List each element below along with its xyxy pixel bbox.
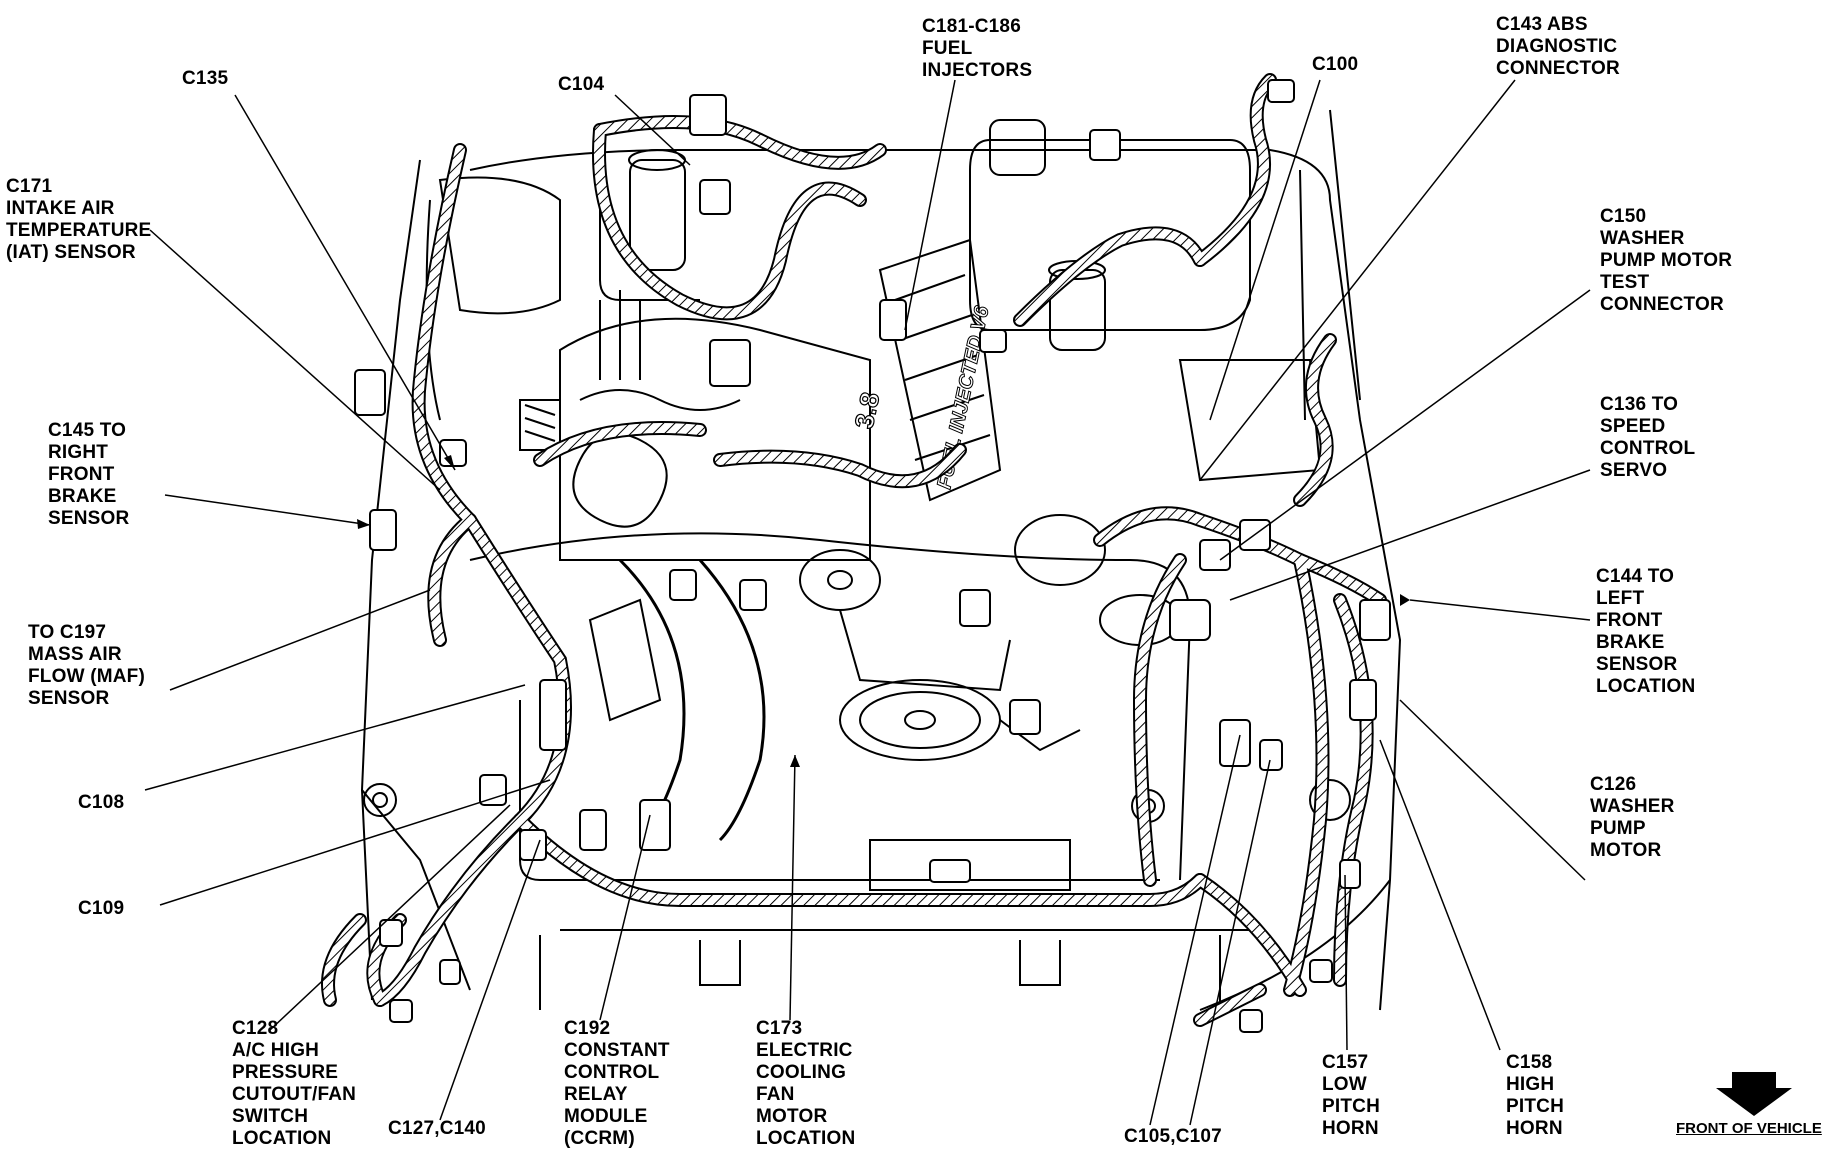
label-c127-c140: C127,C140 <box>388 1118 486 1139</box>
label-c109: C109 <box>78 898 125 919</box>
label-c144: C144 TO LEFT FRONT BRAKE SENSOR LOCATION <box>1596 566 1696 697</box>
label-c143: C143 ABS DIAGNOSTIC CONNECTOR <box>1496 14 1620 79</box>
reservoirs <box>363 119 1351 891</box>
label-c197: TO C197 MASS AIR FLOW (MAF) SENSOR <box>28 622 146 709</box>
down-arrow-icon <box>1716 1072 1792 1116</box>
label-c136: C136 TO SPEED CONTROL SERVO <box>1600 394 1696 481</box>
label-c105-c107: C105,C107 <box>1124 1126 1222 1147</box>
label-c100: C100 <box>1312 54 1359 75</box>
label-c108: C108 <box>78 792 125 813</box>
label-c150: C150 WASHER PUMP MOTOR TEST CONNECTOR <box>1600 206 1733 315</box>
label-c135: C135 <box>182 68 229 89</box>
label-c128: C128 A/C HIGH PRESSURE CUTOUT/FAN SWITCH… <box>232 1018 357 1149</box>
leader-lines <box>144 79 1591 1126</box>
label-c145: C145 TO RIGHT FRONT BRAKE SENSOR <box>48 420 130 529</box>
label-c192: C192 CONSTANT CONTROL RELAY MODULE (CCRM… <box>564 1018 670 1149</box>
label-c104: C104 <box>558 74 605 95</box>
label-c171: C171 INTAKE AIR TEMPERATURE (IAT) SENSOR <box>6 176 152 263</box>
label-c173: C173 ELECTRIC COOLING FAN MOTOR LOCATION <box>756 1018 856 1149</box>
connectors <box>354 79 1391 1033</box>
front-of-vehicle-label: FRONT OF VEHICLE <box>1676 1120 1822 1137</box>
label-c181-c186: C181-C186 FUEL INJECTORS <box>922 16 1033 81</box>
label-c157: C157 LOW PITCH HORN <box>1322 1052 1380 1139</box>
engine-size-text: 3.8 <box>849 390 886 432</box>
leader-arrowheads <box>357 455 1410 767</box>
wiring-harness <box>321 73 1387 1027</box>
label-c126: C126 WASHER PUMP MOTOR <box>1590 774 1675 861</box>
label-c158: C158 HIGH PITCH HORN <box>1506 1052 1564 1139</box>
